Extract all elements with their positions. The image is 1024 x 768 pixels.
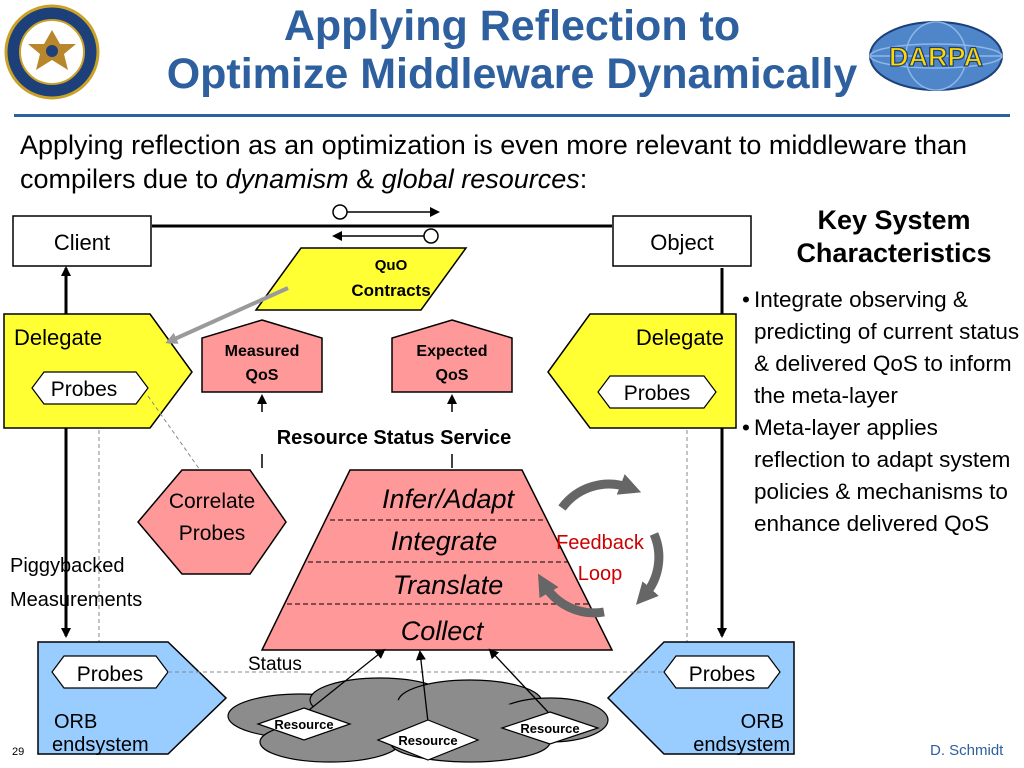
quo-contracts-line1: QuO bbox=[375, 257, 408, 274]
resource-node-3-label: Resource bbox=[520, 721, 579, 736]
probes-orb-right bbox=[663, 655, 781, 689]
resource-node-1-label: Resource bbox=[274, 717, 333, 732]
expected-qos-line1: Expected bbox=[416, 343, 487, 360]
measured-qos bbox=[201, 319, 323, 393]
key-system-bullets: Integrate observing & predicting of curr… bbox=[742, 284, 1024, 540]
resource-arrow-2 bbox=[415, 650, 429, 723]
feedback-arc-bottom bbox=[537, 573, 605, 618]
measured-qos-line2: QoS bbox=[246, 367, 279, 384]
measured-qos-line1: Measured bbox=[225, 343, 300, 360]
quo-contracts bbox=[254, 247, 468, 311]
resource-node-2-label: Resource bbox=[398, 733, 457, 748]
intro-emphasis-dynamism: dynamism bbox=[225, 164, 349, 194]
page-title: Applying Reflection to Optimize Middlewa… bbox=[0, 2, 1024, 98]
client-label: Client bbox=[54, 230, 110, 255]
key-system-bullet-1: Integrate observing & predicting of curr… bbox=[742, 284, 1024, 412]
feedback-arc-right bbox=[635, 532, 664, 605]
intro-text-1: Applying reflection as an optimization i… bbox=[20, 130, 968, 194]
layer-translate: Translate bbox=[393, 570, 504, 600]
darpa-logo: DARPA bbox=[869, 21, 1003, 91]
orb-left-line2: endsystem bbox=[52, 734, 149, 756]
probe-correlate-dashed bbox=[147, 395, 201, 471]
resource-node-1 bbox=[256, 707, 352, 741]
resource-node-2 bbox=[376, 719, 480, 761]
feedback-loop-line2: Loop bbox=[578, 563, 623, 585]
title-line-2: Optimize Middleware Dynamically bbox=[166, 50, 858, 98]
key-system-bullet-2: Meta-layer applies reflection to adapt s… bbox=[742, 412, 1024, 540]
delegate-right-label: Delegate bbox=[636, 325, 724, 350]
probes-delegate-right bbox=[597, 375, 717, 409]
probes-delegate-right-label: Probes bbox=[624, 382, 691, 405]
resource-status-service-label: Resource Status Service bbox=[277, 427, 512, 449]
layer-infer-adapt: Infer/Adapt bbox=[382, 484, 516, 514]
delegate-left-label: Delegate bbox=[14, 325, 102, 350]
title-divider bbox=[14, 114, 1010, 117]
feedback-loop-line1: Feedback bbox=[556, 532, 645, 554]
piggybacked-line1: Piggybacked bbox=[10, 555, 125, 577]
contracts-to-delegate-arrow bbox=[165, 286, 289, 344]
darpa-logo-text: DARPA bbox=[889, 42, 983, 72]
orb-right-line2: endsystem bbox=[693, 734, 790, 756]
intro-paragraph: Applying reflection as an optimization i… bbox=[20, 128, 1010, 196]
resource-arrow-1 bbox=[303, 648, 386, 715]
key-system-heading: Key System Characteristics bbox=[764, 204, 1024, 270]
intro-text-2: & bbox=[348, 164, 382, 194]
correlate-probes bbox=[137, 469, 287, 575]
orb-left-line1: ORB bbox=[54, 711, 97, 733]
probes-delegate-left-label: Probes bbox=[51, 378, 118, 401]
client-box bbox=[12, 215, 152, 267]
intro-text-3: : bbox=[579, 164, 588, 194]
feedback-arc-top bbox=[558, 474, 642, 511]
expected-qos bbox=[391, 319, 513, 393]
key-system-heading-line2: Characteristics bbox=[796, 238, 992, 268]
correlate-probes-line1: Correlate bbox=[169, 490, 255, 513]
quo-contracts-line2: Contracts bbox=[351, 281, 430, 300]
title-line-1: Applying Reflection to bbox=[283, 2, 741, 50]
resource-node-3 bbox=[500, 711, 600, 745]
expected-qos-line2: QoS bbox=[436, 367, 469, 384]
probes-orb-left-label: Probes bbox=[77, 663, 144, 686]
request-port bbox=[332, 204, 348, 220]
dod-seal-logo bbox=[4, 4, 100, 100]
resource-arrow-3 bbox=[488, 648, 549, 713]
slide-number: 29 bbox=[12, 746, 25, 758]
layer-collect: Collect bbox=[401, 616, 485, 646]
probes-orb-right-label: Probes bbox=[689, 663, 756, 686]
probes-delegate-left bbox=[31, 371, 149, 405]
orb-right-line1: ORB bbox=[741, 711, 784, 733]
layer-integrate: Integrate bbox=[391, 526, 498, 556]
slide-author: D. Schmidt bbox=[930, 742, 1004, 759]
object-box bbox=[612, 215, 752, 267]
status-label: Status bbox=[248, 654, 302, 675]
piggybacked-line2: Measurements bbox=[10, 589, 142, 611]
reflection-layers bbox=[260, 469, 614, 651]
key-system-heading-line1: Key System bbox=[817, 205, 971, 235]
intro-emphasis-global-resources: global resources bbox=[381, 164, 580, 194]
correlate-probes-line2: Probes bbox=[179, 522, 246, 545]
object-label: Object bbox=[650, 230, 714, 255]
reply-port bbox=[423, 228, 439, 244]
